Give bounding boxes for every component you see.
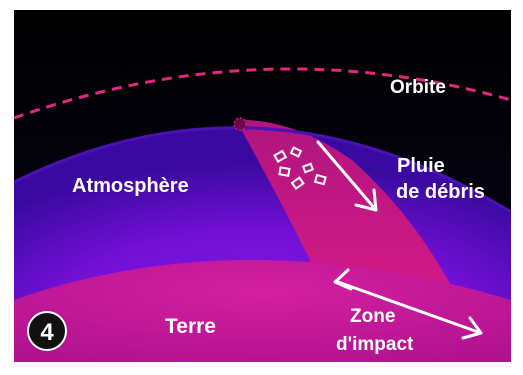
breakup-point xyxy=(233,117,247,131)
impact-zone-label-line2: d'impact xyxy=(336,334,414,355)
step-number: 4 xyxy=(40,319,54,346)
atmosphere-label: Atmosphère xyxy=(72,175,189,197)
earth-label: Terre xyxy=(165,315,216,338)
debris-fragments xyxy=(273,146,327,190)
debris-rain-label-line1: Pluie xyxy=(397,155,445,177)
debris-rain-label-line2: de débris xyxy=(396,181,485,203)
earth-region xyxy=(14,260,511,362)
impact-zone-arrow xyxy=(333,268,483,340)
orbit-label: Orbite xyxy=(390,77,446,98)
debris-fall-arrow xyxy=(316,140,378,212)
impact-zone-label-line1: Zone xyxy=(350,306,395,327)
orbit-path xyxy=(14,67,511,120)
atmosphere-rim xyxy=(14,126,511,214)
step-badge xyxy=(27,311,67,351)
